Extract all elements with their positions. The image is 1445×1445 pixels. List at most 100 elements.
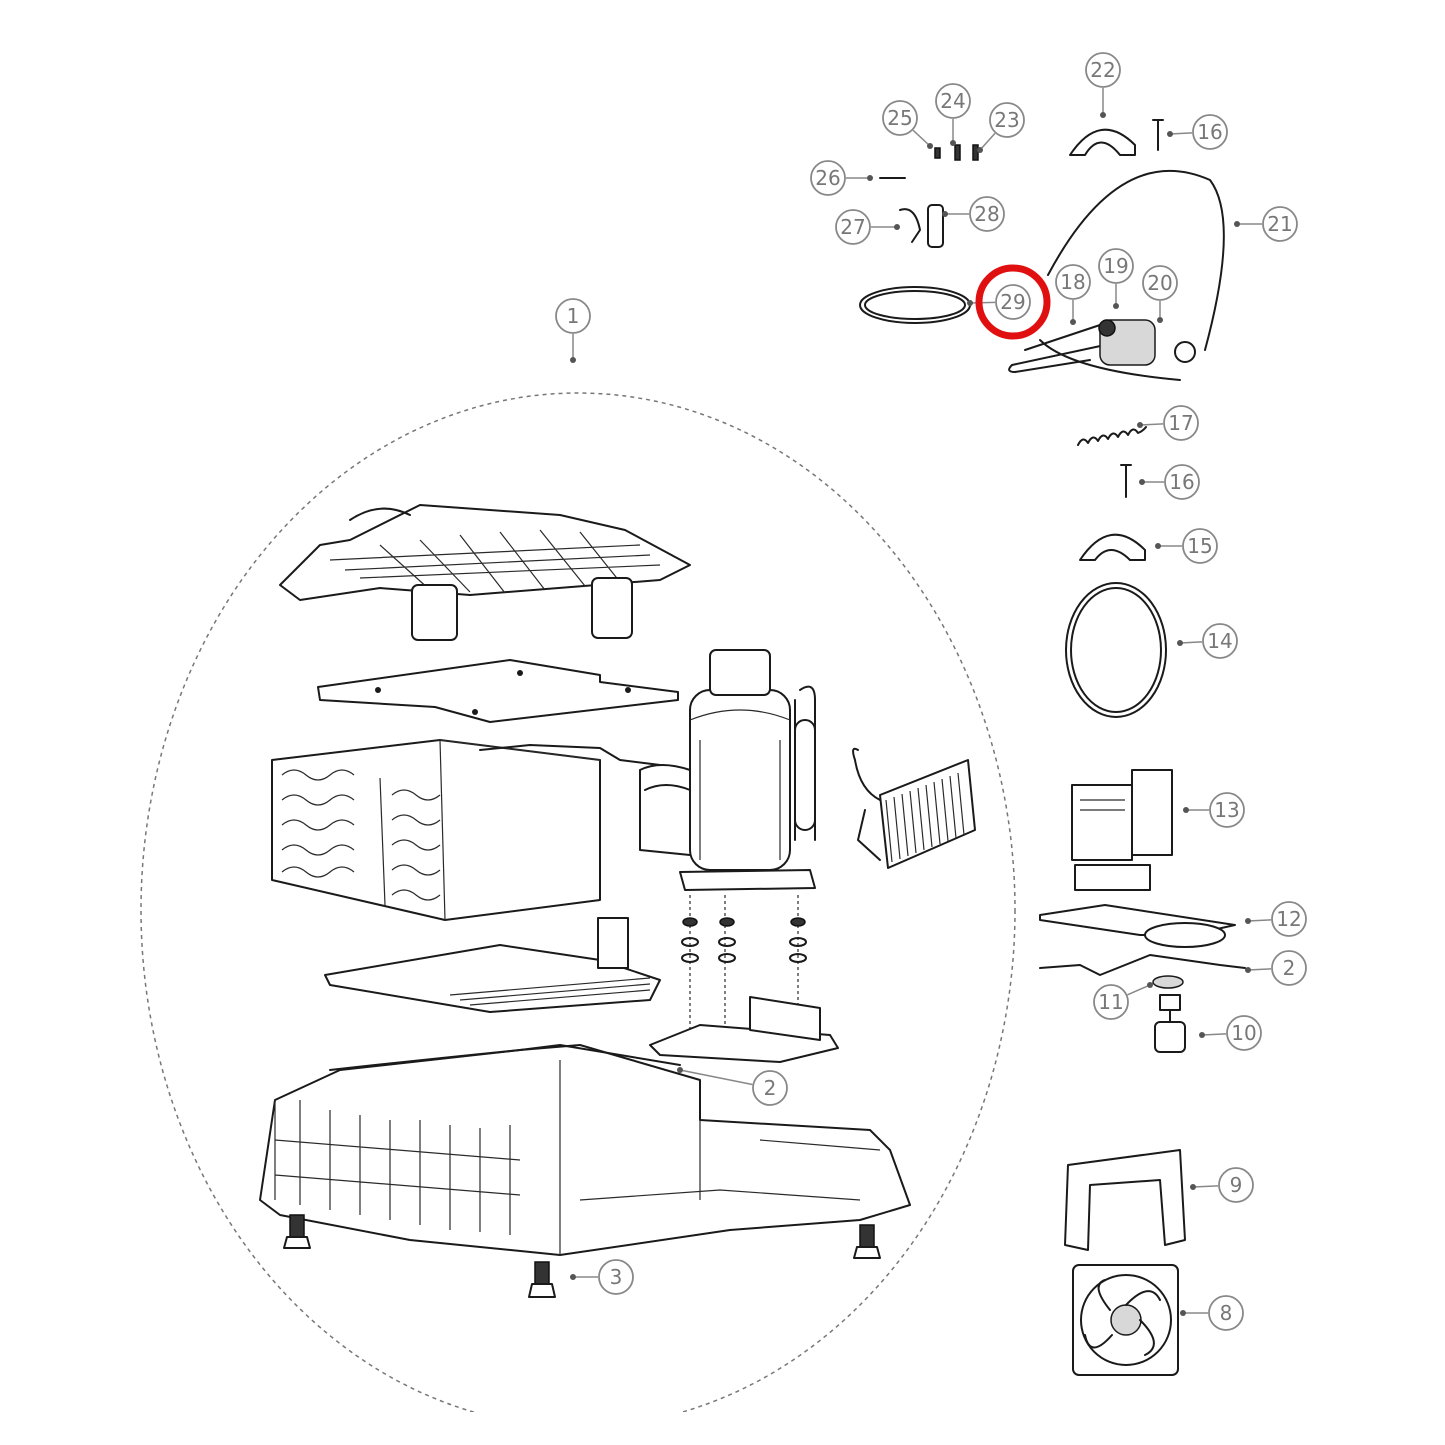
- leader-line-c23: [979, 132, 996, 151]
- callout-c16a: 16: [1192, 114, 1228, 150]
- spring-17: [1077, 426, 1147, 446]
- leader-dot-c13: [1183, 807, 1189, 813]
- callout-c27: 27: [835, 209, 871, 245]
- callout-circle-c9: [1218, 1167, 1254, 1203]
- callout-circle-c17: [1163, 405, 1199, 441]
- float-wire-2: [1039, 954, 1246, 976]
- callout-circle-c27: [835, 209, 871, 245]
- pump-bracket-12: [1039, 904, 1236, 948]
- callout-label-c24: 24: [940, 89, 965, 113]
- leader-line-c14: [1179, 641, 1203, 644]
- callout-c2b: 2: [1271, 950, 1307, 986]
- callout-circle-c10: [1226, 1015, 1262, 1051]
- callout-label-c1: 1: [567, 304, 580, 328]
- leader-dot-c21: [1234, 221, 1240, 227]
- leader-dot-c18: [1070, 319, 1076, 325]
- leader-dot-c17: [1137, 422, 1143, 428]
- leader-dot-c25: [927, 143, 933, 149]
- callout-c19: 19: [1098, 248, 1134, 284]
- callout-label-c22: 22: [1090, 58, 1115, 82]
- callout-circle-c11: [1093, 984, 1129, 1020]
- callout-label-c11: 11: [1098, 990, 1123, 1014]
- leader-dot-c26: [867, 175, 873, 181]
- callout-c28: 28: [969, 196, 1005, 232]
- callout-c2a: 2: [752, 1070, 788, 1106]
- callout-label-c19: 19: [1103, 254, 1128, 278]
- callout-c17: 17: [1163, 405, 1199, 441]
- leader-dot-c27: [894, 224, 900, 230]
- callout-c1: 1: [555, 298, 591, 334]
- leader-dot-c12: [1245, 918, 1251, 924]
- leader-dot-c16b: [1139, 479, 1145, 485]
- callout-circle-c25: [882, 100, 918, 136]
- callout-label-c15: 15: [1187, 534, 1212, 558]
- callout-label-c8: 8: [1220, 1301, 1233, 1325]
- callout-c18: 18: [1055, 264, 1091, 300]
- bottom-crop: [0, 1412, 1445, 1445]
- leader-line-c2a: [679, 1069, 753, 1086]
- callout-label-c2b: 2: [1283, 956, 1296, 980]
- float-cap-11: [1152, 975, 1184, 989]
- leader-dot-c10: [1199, 1032, 1205, 1038]
- callout-circle-c8: [1208, 1295, 1244, 1331]
- leader-dot-c22: [1100, 112, 1106, 118]
- leader-dot-c9: [1190, 1184, 1196, 1190]
- leader-line-c12: [1247, 919, 1272, 922]
- callout-c15: 15: [1182, 528, 1218, 564]
- callout-circle-c20: [1142, 265, 1178, 301]
- callout-circle-c16b: [1164, 464, 1200, 500]
- leader-dot-c28: [942, 211, 948, 217]
- callout-label-c25: 25: [887, 106, 912, 130]
- leader-dot-c1: [570, 357, 576, 363]
- callout-label-c21: 21: [1267, 212, 1292, 236]
- callout-label-c10: 10: [1231, 1021, 1256, 1045]
- handle-9: [1064, 1149, 1186, 1251]
- leader-dot-c24: [950, 140, 956, 146]
- callout-c3: 3: [598, 1259, 634, 1295]
- compressor: [639, 649, 816, 1030]
- float-switch-10: [1154, 994, 1186, 1053]
- callout-label-c3: 3: [610, 1265, 623, 1289]
- leader-dot-c14: [1177, 640, 1183, 646]
- callout-label-c20: 20: [1147, 271, 1172, 295]
- callout-circle-c2b: [1271, 950, 1307, 986]
- cover-plate: [317, 659, 679, 723]
- screw-16-bottom: [1120, 464, 1132, 498]
- pump-13: [1071, 769, 1173, 891]
- callout-circle-c3: [598, 1259, 634, 1295]
- leader-line-c11: [1127, 984, 1151, 996]
- callout-circle-c21: [1262, 206, 1298, 242]
- leader-dot-c20: [1157, 317, 1163, 323]
- callout-c20: 20: [1142, 265, 1178, 301]
- callout-circle-c19: [1098, 248, 1134, 284]
- drain-pan: [324, 917, 661, 1013]
- callout-circle-c15: [1182, 528, 1218, 564]
- o-ring-14: [1065, 582, 1167, 718]
- leader-dot-c3: [570, 1274, 576, 1280]
- assembly-boundary: [140, 392, 1016, 1428]
- base-frame: [259, 1044, 911, 1298]
- compressor-base-plate: [649, 996, 839, 1063]
- gasket-ring-29: [859, 286, 971, 324]
- callout-circle-c2a: [752, 1070, 788, 1106]
- evaporator-coil: [271, 739, 661, 921]
- callout-label-c17: 17: [1168, 411, 1193, 435]
- callout-c22: 22: [1085, 52, 1121, 88]
- callout-c26: 26: [810, 160, 846, 196]
- callout-circle-c1: [555, 298, 591, 334]
- callout-labels: 1223891011121314151616171819202122232425…: [555, 52, 1307, 1331]
- callout-c29: 29: [995, 284, 1031, 320]
- leader-dot-c2a: [677, 1067, 683, 1073]
- leader-line-c25: [912, 129, 931, 147]
- leader-dot-c29: [967, 300, 973, 306]
- callout-label-c29: 29: [1000, 290, 1025, 314]
- leader-dot-c15: [1155, 543, 1161, 549]
- callout-c11: 11: [1093, 984, 1129, 1020]
- leader-line-c17: [1139, 423, 1164, 426]
- callout-label-c12: 12: [1276, 907, 1301, 931]
- top-grid-tray: [279, 504, 691, 641]
- fan-8: [1072, 1264, 1179, 1376]
- callout-circle-c16a: [1192, 114, 1228, 150]
- callout-c8: 8: [1208, 1295, 1244, 1331]
